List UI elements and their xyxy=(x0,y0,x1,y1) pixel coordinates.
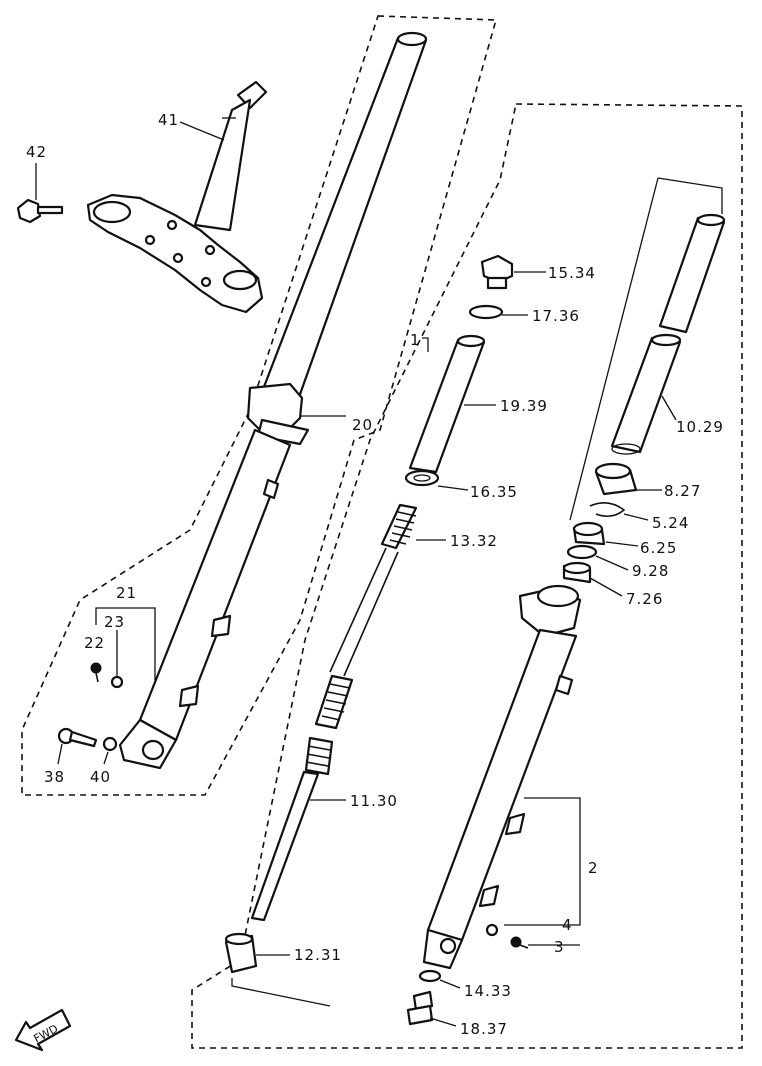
callout-2: 2 xyxy=(588,859,599,877)
washer-part-4 xyxy=(485,923,499,937)
callout-21: 21 xyxy=(116,584,137,602)
callout-15: 15.34 xyxy=(548,264,596,282)
washer-part-16 xyxy=(404,469,440,487)
screw-part-3 xyxy=(510,936,529,949)
screw-part-22 xyxy=(90,662,102,683)
callout-9: 9.28 xyxy=(632,562,669,580)
callout-16: 16.35 xyxy=(470,483,518,501)
callout-23: 23 xyxy=(104,613,125,631)
lower-bracket-part-41 xyxy=(86,80,268,314)
callout-20: 20 xyxy=(352,416,373,434)
washer-part-40 xyxy=(102,736,118,752)
callout-13: 13.32 xyxy=(450,532,498,550)
callout-18: 18.37 xyxy=(460,1020,508,1038)
bolt-part-38 xyxy=(57,727,98,748)
callout-14: 14.33 xyxy=(464,982,512,1000)
spacer-part-19 xyxy=(408,334,486,474)
callout-4: 4 xyxy=(562,916,573,934)
bolt-part-42 xyxy=(16,198,64,224)
washer-part-9 xyxy=(566,544,598,560)
callout-3: 3 xyxy=(554,938,565,956)
callout-38: 38 xyxy=(44,768,65,786)
bracket-21-23 xyxy=(95,607,156,680)
callout-1: 1 xyxy=(410,331,421,349)
oil-seal-part-6 xyxy=(572,521,606,546)
assembly-20-outline xyxy=(21,15,498,796)
dust-seal-part-8 xyxy=(594,462,638,496)
o-ring-part-17 xyxy=(468,304,504,320)
callout-22: 22 xyxy=(84,634,105,652)
callout-10: 10.29 xyxy=(676,418,724,436)
outer-tube-part-2 xyxy=(422,584,582,970)
bolt-part-18 xyxy=(406,990,434,1026)
callout-12: 12.31 xyxy=(294,946,342,964)
oil-lock-part-12 xyxy=(224,932,258,974)
callout-40: 40 xyxy=(90,768,111,786)
callout-42: 42 xyxy=(26,143,47,161)
gasket-part-14 xyxy=(418,969,442,983)
damper-rod-part-11 xyxy=(250,736,334,922)
callout-5: 5.24 xyxy=(652,514,689,532)
callout-19: 19.39 xyxy=(500,397,548,415)
callout-41: 41 xyxy=(158,111,179,129)
slide-metal-part-7 xyxy=(562,561,592,584)
callout-11: 11.30 xyxy=(350,792,398,810)
callout-7: 7.26 xyxy=(626,590,663,608)
clip-part-5 xyxy=(589,502,626,518)
callout-8: 8.27 xyxy=(664,482,701,500)
forward-direction-arrow: FWD xyxy=(14,1008,72,1052)
cap-bolt-part-15 xyxy=(480,254,514,290)
inner-tube-part-10 xyxy=(610,213,726,455)
washer-part-23 xyxy=(110,675,124,689)
fork-assembly-part-20 xyxy=(118,31,428,770)
callout-6: 6.25 xyxy=(640,539,677,557)
callout-17: 17.36 xyxy=(532,307,580,325)
fork-spring-part-13 xyxy=(314,503,418,730)
